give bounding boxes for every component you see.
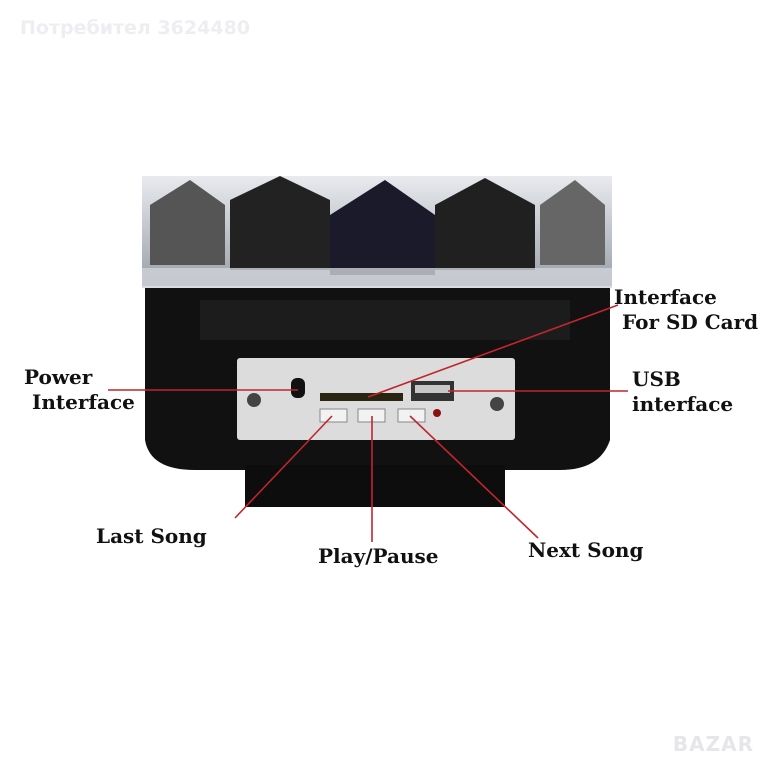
- sd-label-line2: For SD Card: [622, 310, 759, 334]
- sd-leader-line: [367, 304, 619, 398]
- base-foot: [245, 465, 505, 507]
- indicator-led: [433, 409, 441, 417]
- next-song-label: Next Song: [528, 538, 644, 562]
- screw-right: [490, 397, 504, 411]
- power-jack: [291, 378, 305, 398]
- power-label-line1: Power: [24, 365, 93, 389]
- bazar-logo: BAZAR: [672, 732, 754, 756]
- last-song-button: [319, 408, 348, 423]
- control-panel: [237, 358, 515, 440]
- last-song-label: Last Song: [96, 524, 207, 548]
- crystal-dome: [142, 176, 612, 288]
- power-interface-label: Power Interface: [24, 365, 135, 415]
- sd-card-interface-label: Interface For SD Card: [614, 285, 758, 335]
- usb-interface-label: USB interface: [632, 367, 733, 417]
- watermark: Потребител 3624480: [20, 17, 251, 39]
- leader-lines: [108, 304, 628, 542]
- sd-slot: [320, 393, 403, 401]
- next-song-button: [397, 408, 426, 423]
- usb-label-line1: USB: [632, 367, 681, 391]
- power-label-line2: Interface: [32, 390, 135, 414]
- play-pause-label: Play/Pause: [318, 544, 439, 568]
- sd-label-line1: Interface: [614, 285, 717, 309]
- usb-label-line2: interface: [632, 392, 734, 416]
- last-song-leader-line: [234, 415, 333, 519]
- next-song-leader-line: [409, 415, 539, 539]
- screw-left: [247, 393, 261, 407]
